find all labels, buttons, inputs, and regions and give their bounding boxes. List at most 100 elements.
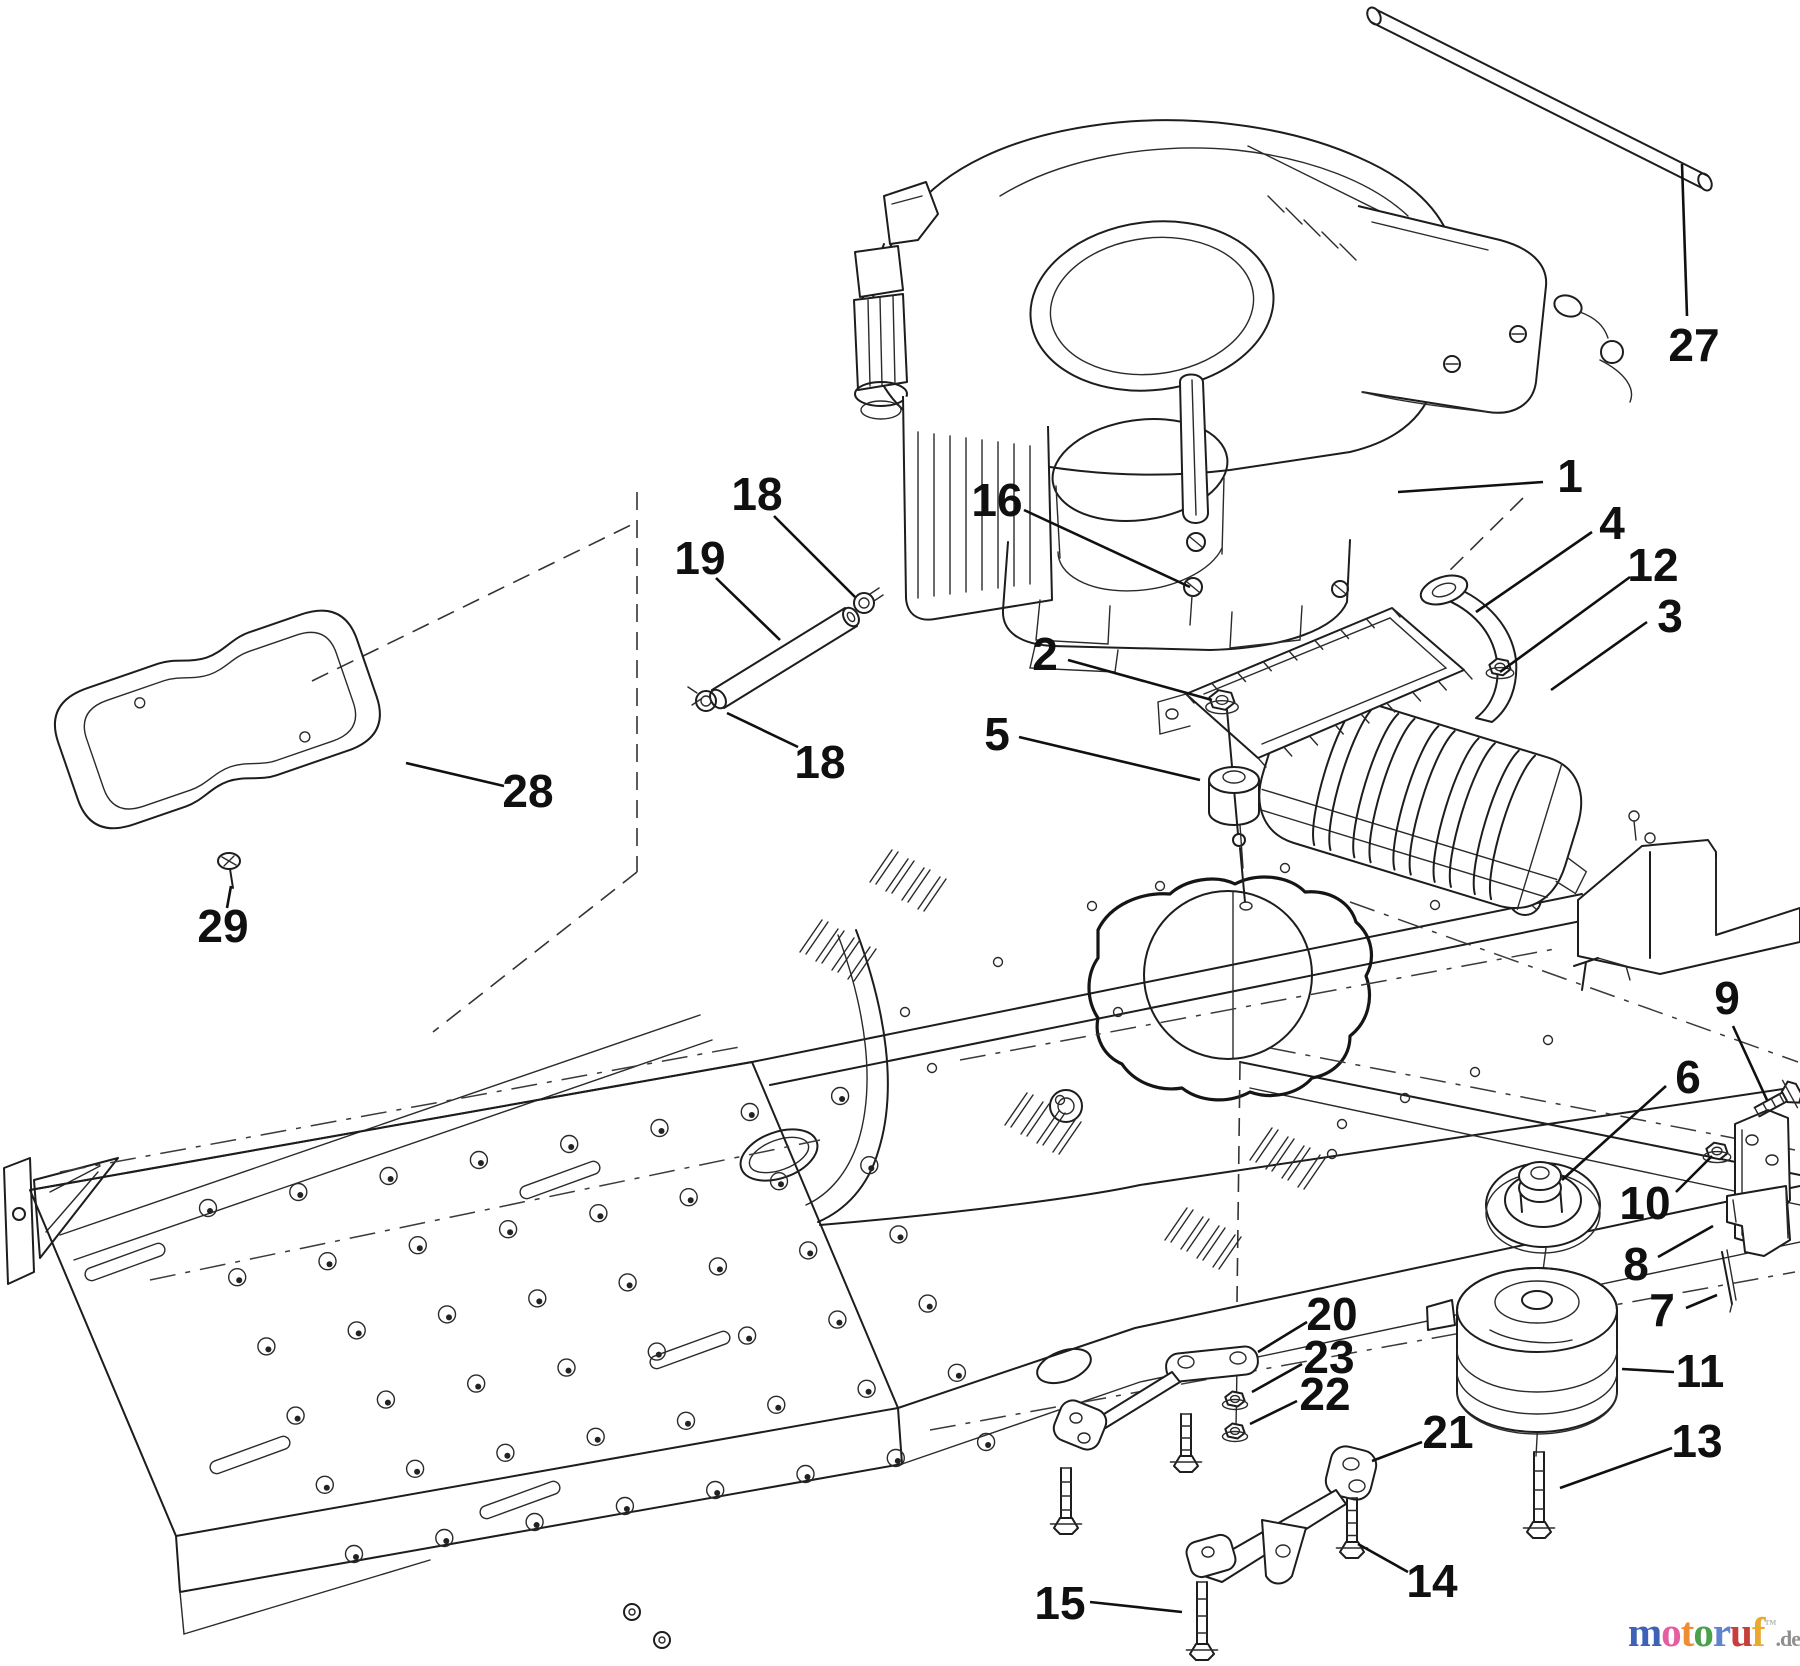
- plate-hole-dot: [446, 1314, 452, 1321]
- plate-hole-dot: [716, 1266, 723, 1273]
- plate-hole: [976, 1432, 996, 1452]
- plate-hole: [586, 1427, 605, 1447]
- plate-hole: [289, 1182, 308, 1202]
- plate-hole: [376, 1390, 396, 1409]
- plate-hole: [589, 1203, 608, 1223]
- leader-line-19: [715, 577, 781, 641]
- plate-hole: [708, 1257, 728, 1276]
- vent-slot: [1042, 1112, 1066, 1146]
- frame-strap-detail: [1573, 957, 1631, 991]
- vent-slot: [821, 930, 845, 964]
- flange-nut: [1221, 1390, 1249, 1411]
- leader-line-12: [1499, 575, 1631, 674]
- vent-slot: [1202, 1227, 1226, 1261]
- platform-hole: [1542, 1034, 1554, 1046]
- frame-vent-slots: [799, 849, 1327, 1270]
- muffler-rib: [1448, 742, 1496, 888]
- callout-27: 27: [1668, 319, 1719, 371]
- watermark-tm: ™: [1764, 1617, 1776, 1631]
- callout-22: 22: [1299, 1368, 1350, 1420]
- plate-hole: [737, 1326, 757, 1345]
- muffler-illustration: [1258, 690, 1588, 910]
- plate-hole-dot: [568, 1144, 575, 1150]
- callout-3: 3: [1657, 590, 1683, 642]
- plate-hole: [647, 1342, 666, 1361]
- watermark-letter: f: [1751, 1609, 1766, 1655]
- plate-hole: [469, 1150, 489, 1170]
- plate-hole-dot: [507, 1229, 514, 1236]
- hose-clamp-upper: [853, 587, 884, 614]
- hatch-tick: [1314, 639, 1324, 650]
- hatch-tick: [1283, 746, 1293, 757]
- plate-hole: [918, 1294, 937, 1313]
- plate-hole: [799, 1241, 818, 1260]
- plate-hole-dot: [355, 1330, 362, 1337]
- plate-hole-dot: [236, 1277, 243, 1284]
- bolt-head: [1053, 1517, 1079, 1535]
- plate-hole: [740, 1102, 759, 1122]
- hatch-tick: [1288, 650, 1298, 661]
- plate-hole: [947, 1363, 967, 1383]
- plate-hole: [227, 1267, 247, 1287]
- plate-hole: [767, 1395, 786, 1415]
- hatch-tick: [1437, 680, 1447, 691]
- plate-hole-dot: [416, 1245, 423, 1252]
- hatch-tick: [1236, 671, 1247, 683]
- fuel-hose-illustration: [687, 587, 884, 712]
- flange-nut: [1485, 657, 1515, 680]
- platform-hole: [926, 1062, 938, 1074]
- vent-slot: [1036, 1110, 1060, 1144]
- valve-cover: [1357, 205, 1548, 414]
- leader-line-27: [1680, 163, 1689, 317]
- watermark-logo: motoruf™.de: [1628, 1608, 1800, 1656]
- muffler-rib: [1392, 725, 1440, 871]
- bolt-head: [1189, 1643, 1215, 1661]
- platform-hole: [1326, 1148, 1338, 1160]
- plate-hole-dot: [384, 1399, 391, 1406]
- callout-11: 11: [1676, 1345, 1725, 1397]
- vent-slot: [1265, 1136, 1289, 1170]
- plate-hole-dot: [387, 1176, 394, 1182]
- leader-line-10: [1675, 1155, 1713, 1193]
- plate-hole: [347, 1321, 366, 1340]
- bolt-flange: [1781, 1079, 1799, 1109]
- plate-hole-dot: [897, 1234, 904, 1241]
- plate-hole: [525, 1512, 544, 1532]
- mount-hardware-illustration: [1208, 709, 1260, 911]
- vent-slot: [1164, 1207, 1188, 1241]
- cylinder-fins: [902, 395, 1053, 621]
- rear-bracket-illustration: [1721, 1109, 1791, 1313]
- callout-14: 14: [1406, 1555, 1458, 1607]
- vent-slot: [837, 939, 861, 973]
- vent-slot: [847, 946, 871, 980]
- callout-18a: 18: [731, 468, 782, 520]
- hatch-tick: [1262, 661, 1272, 672]
- plate-hole-dot: [297, 1192, 304, 1198]
- vent-slot: [869, 849, 893, 883]
- plate-hole: [706, 1480, 725, 1500]
- plate-hole-dot: [326, 1261, 333, 1268]
- vent-slot: [1004, 1092, 1028, 1126]
- callout-10: 10: [1619, 1177, 1670, 1229]
- hatch-tick: [1386, 702, 1396, 713]
- hatch-tick: [1411, 691, 1422, 702]
- thread: [1762, 1102, 1769, 1113]
- nuts: [1205, 657, 1732, 1443]
- gasket-illustration: [53, 609, 381, 830]
- leader-line-22: [1249, 1399, 1298, 1426]
- plate-hole: [769, 1171, 789, 1191]
- plate-hole: [615, 1496, 635, 1516]
- plate-hole-dot: [353, 1554, 359, 1560]
- vent-slot: [1010, 1094, 1034, 1128]
- callout-9: 9: [1714, 972, 1740, 1024]
- plate-hole: [796, 1464, 815, 1484]
- vent-slot: [1281, 1145, 1305, 1179]
- plate-hole-dot: [504, 1452, 511, 1459]
- exhaust-flange: [1419, 574, 1469, 606]
- plate-hole-dot: [207, 1208, 213, 1214]
- engine-cutout: [1087, 875, 1374, 1102]
- callout-13: 13: [1671, 1415, 1722, 1467]
- plate-hole: [257, 1337, 276, 1356]
- vent-slot: [901, 867, 925, 901]
- vent-slot: [917, 876, 941, 910]
